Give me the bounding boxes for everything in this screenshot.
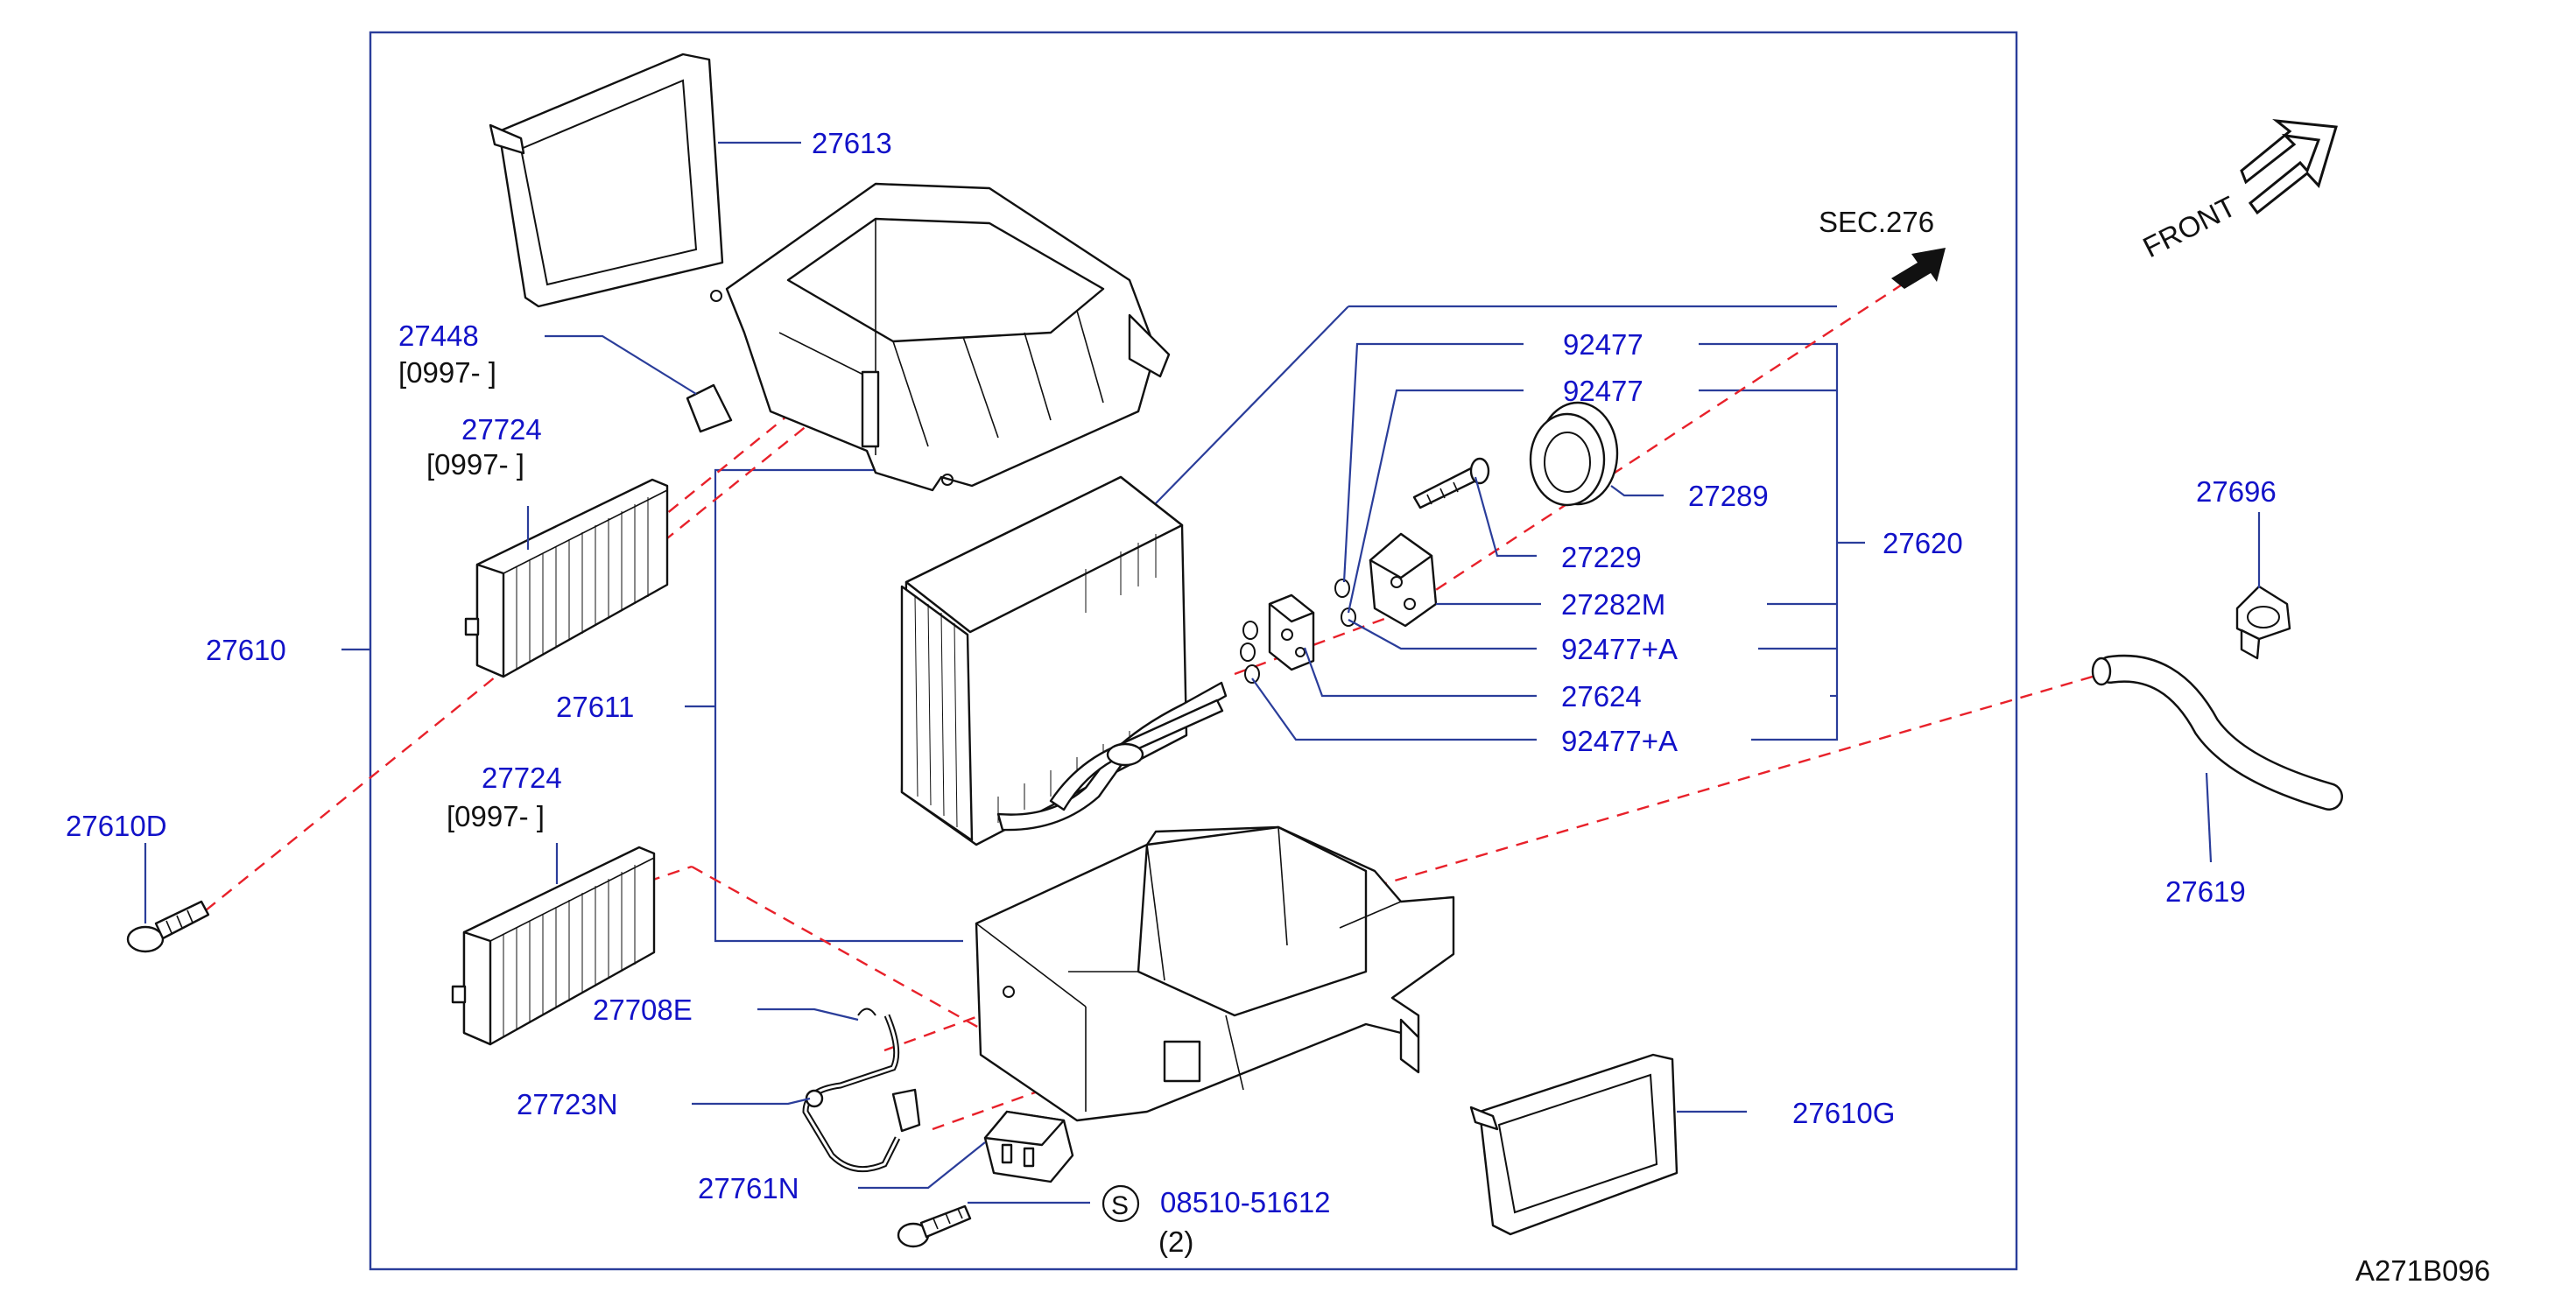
- label-27723N: 27723N: [517, 1088, 618, 1120]
- label-front: FRONT: [2137, 190, 2241, 264]
- lower-case-drawing: [975, 825, 1455, 1122]
- expansion-valve-drawing: [1268, 593, 1315, 671]
- label-27724-upper: 27724: [461, 413, 542, 446]
- grommet-27289-drawing: [1529, 401, 1619, 507]
- clip-27708E-drawing: [857, 1008, 876, 1016]
- label-27613: 27613: [812, 127, 892, 159]
- label-92477A-a: 92477+A: [1561, 633, 1678, 665]
- s-mark-circle: [1101, 1184, 1140, 1223]
- bolt-27229-drawing: [1412, 457, 1490, 509]
- resistor-27761N-drawing: [983, 1110, 1074, 1183]
- pad-27448-drawing: [686, 383, 733, 433]
- label-27708E: 27708E: [593, 994, 693, 1026]
- label-27611: 27611: [556, 691, 634, 723]
- leader-lines: [144, 141, 2261, 1204]
- harness-27723N-drawing: [802, 1014, 921, 1173]
- label-27724-upper-date: [0997- ]: [426, 448, 524, 481]
- label-08510: 08510-51612: [1160, 1186, 1331, 1218]
- label-27610: 27610: [206, 634, 286, 666]
- label-27448-date: [0997- ]: [398, 356, 496, 389]
- label-27724-lower-date: [0997- ]: [447, 800, 545, 832]
- label-27619: 27619: [2165, 875, 2246, 908]
- label-sec276: SEC.276: [1819, 206, 1934, 238]
- label-27624: 27624: [1561, 680, 1642, 713]
- label-92477-a: 92477: [1563, 328, 1643, 361]
- upper-case-drawing: [710, 182, 1171, 492]
- label-92477-b: 92477: [1563, 375, 1643, 407]
- label-27724-lower: 27724: [482, 762, 562, 794]
- label-27610G: 27610G: [1792, 1097, 1895, 1129]
- label-diagram-id: A271B096: [2355, 1254, 2490, 1287]
- label-92477A-b: 92477+A: [1561, 725, 1678, 757]
- clamp-27696-drawing: [2235, 585, 2291, 660]
- label-s-mark: S: [1111, 1191, 1129, 1220]
- filter-lower-drawing: [451, 846, 656, 1046]
- evaporator-drawing: [900, 475, 1228, 846]
- label-27610D: 27610D: [66, 810, 167, 842]
- label-27448: 27448: [398, 319, 479, 352]
- assembly-frame: [369, 31, 2018, 1271]
- hose-27619-drawing: [2091, 654, 2343, 811]
- filter-upper-drawing: [464, 478, 669, 678]
- screw-27610D-drawing: [126, 900, 210, 953]
- label-08510-qty: (2): [1158, 1225, 1193, 1258]
- sec-arrow-icon: [1891, 248, 1946, 289]
- part-labels: 27613 27448 [0997- ] 27724 [0997- ] 2761…: [66, 127, 2490, 1287]
- label-27696: 27696: [2196, 475, 2277, 508]
- label-27289: 27289: [1688, 480, 1769, 512]
- screw-08510-drawing: [897, 1204, 972, 1248]
- label-27761N: 27761N: [698, 1172, 799, 1204]
- seal-27610G-drawing: [1469, 1053, 1679, 1236]
- block-27282M-drawing: [1369, 532, 1438, 628]
- label-27229: 27229: [1561, 541, 1642, 573]
- front-arrow-icon: [2240, 118, 2338, 215]
- seal-27613-drawing: [489, 53, 724, 308]
- label-27282M: 27282M: [1561, 588, 1665, 621]
- label-27620: 27620: [1883, 527, 1963, 559]
